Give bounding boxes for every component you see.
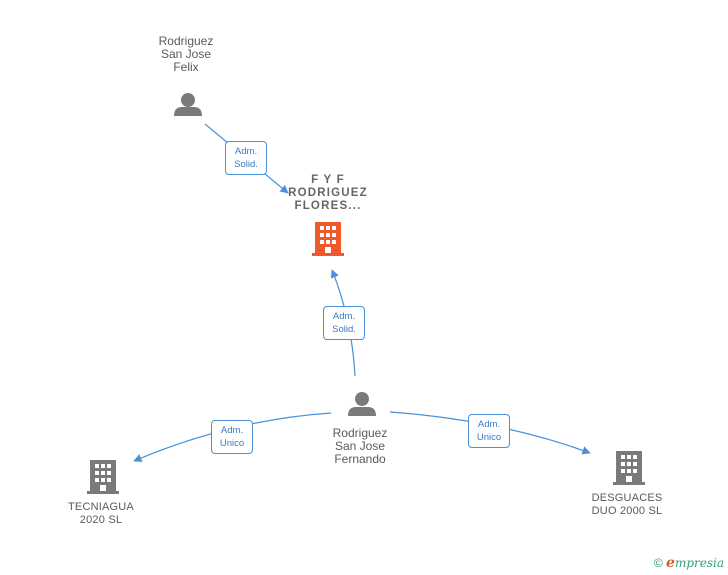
- node-name-line: DUO 2000 SL: [591, 505, 663, 517]
- person-icon[interactable]: [174, 93, 202, 116]
- node-name-line: DESGUACES: [591, 492, 663, 504]
- node-label-fyf[interactable]: F Y F RODRIGUEZ FLORES...: [268, 174, 388, 213]
- node-name-line: Rodriguez: [332, 426, 388, 440]
- node-name-line: RODRIGUEZ: [288, 187, 368, 199]
- node-name-line: FLORES...: [294, 200, 362, 212]
- edge-label-line: Unico: [219, 438, 245, 449]
- node-name-line: Rodriguez: [158, 34, 214, 48]
- node-label-fernando[interactable]: Rodriguez San Jose Fernando: [310, 427, 410, 466]
- brand-footer: © empresia: [654, 555, 724, 571]
- node-name-line: 2020 SL: [79, 514, 123, 526]
- edge-label-line: Solid.: [234, 159, 258, 170]
- node-label-felix[interactable]: Rodriguez San Jose Felix: [136, 35, 236, 74]
- node-name-line: Felix: [173, 60, 199, 74]
- node-label-desguaces[interactable]: DESGUACES DUO 2000 SL: [577, 492, 677, 518]
- copyright-icon: ©: [653, 556, 663, 570]
- node-name-line: Fernando: [334, 452, 386, 466]
- edge-label-line: Adm.: [234, 146, 258, 157]
- edge-label-fernando-fyf[interactable]: Adm. Solid.: [323, 306, 365, 340]
- edge-label-felix-fyf[interactable]: Adm. Solid.: [225, 141, 267, 175]
- building-icon[interactable]: [613, 451, 645, 485]
- edge-label-line: Adm.: [332, 311, 356, 322]
- edge-label-fernando-tecniagua[interactable]: Adm. Unico: [211, 420, 253, 454]
- node-name-line: TECNIAGUA: [68, 501, 134, 513]
- edge-label-fernando-desguaces[interactable]: Adm. Unico: [468, 414, 510, 448]
- brand-logo: empresia: [666, 555, 724, 571]
- node-name-line: San Jose: [334, 439, 386, 453]
- node-name-line: F Y F: [311, 174, 345, 186]
- edge-label-line: Solid.: [332, 324, 356, 335]
- person-icon[interactable]: [348, 392, 376, 416]
- edge-label-line: Adm.: [477, 419, 501, 430]
- node-name-line: San Jose: [160, 47, 212, 61]
- node-label-tecniagua[interactable]: TECNIAGUA 2020 SL: [51, 501, 151, 527]
- building-icon[interactable]: [87, 460, 119, 494]
- building-icon[interactable]: [312, 222, 344, 256]
- edge-label-line: Unico: [476, 432, 502, 443]
- edge-label-line: Adm.: [220, 425, 244, 436]
